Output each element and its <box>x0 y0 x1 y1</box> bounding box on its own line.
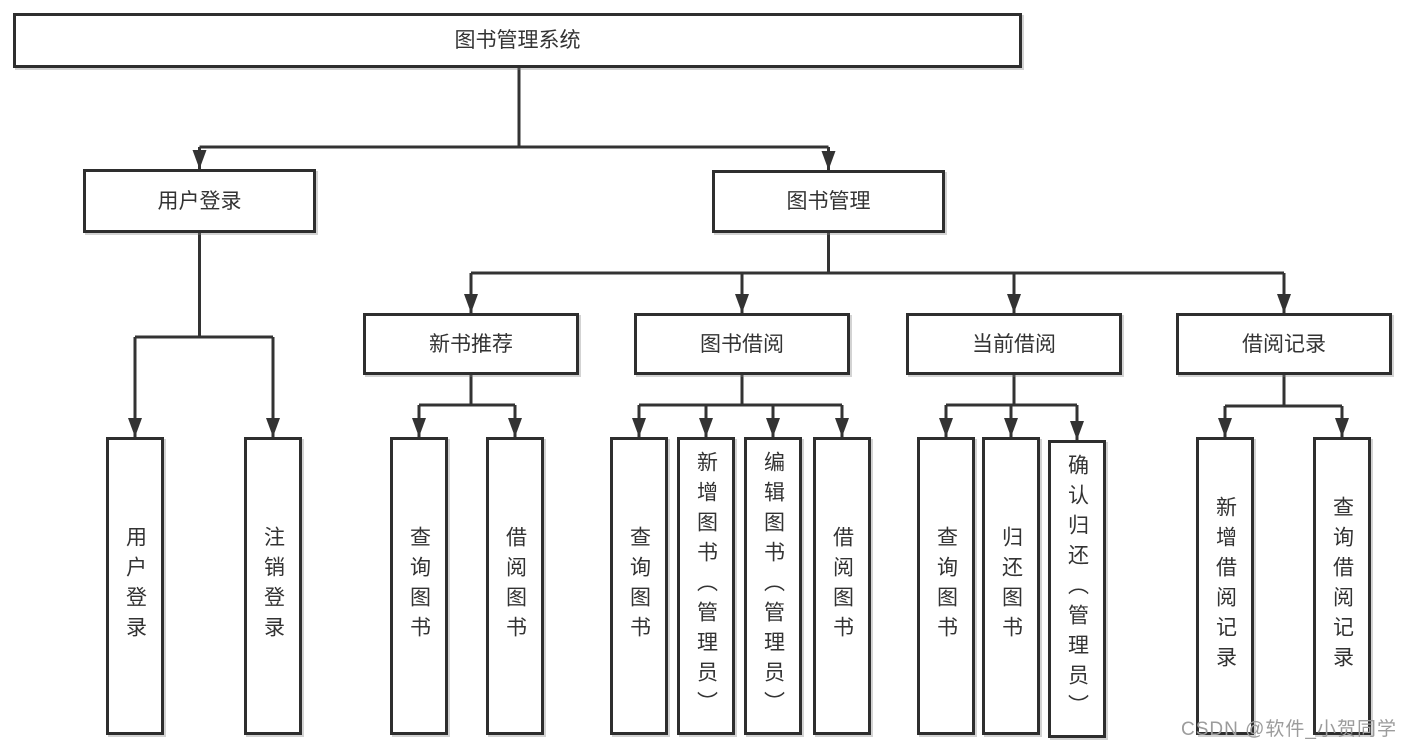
leaf-current-return-books: 归还图书 <box>982 437 1040 735</box>
leaf-borrowing-borrow-books: 借阅图书 <box>813 437 871 735</box>
leaf-records-query-record-label: 查询借阅记录 <box>1330 496 1354 676</box>
leaf-borrowing-edit-books-admin-label: 编辑图书（管理员） <box>761 451 785 721</box>
leaf-recommend-borrow-books-label: 借阅图书 <box>503 526 527 646</box>
leaf-current-query-books: 查询图书 <box>917 437 975 735</box>
leaf-current-query-books-label: 查询图书 <box>934 526 958 646</box>
csdn-watermark: CSDN @软件_小贺同学 <box>1181 719 1397 740</box>
node-book-borrowing: 图书借阅 <box>634 313 850 375</box>
node-user-login: 用户登录 <box>83 169 316 233</box>
leaf-current-confirm-return-admin-label: 确认归还（管理员） <box>1065 454 1089 724</box>
node-new-book-recommend-label: 新书推荐 <box>429 332 513 356</box>
node-book-management-label: 图书管理 <box>786 190 871 213</box>
node-user-login-label: 用户登录 <box>157 189 242 213</box>
leaf-recommend-query-books-label: 查询图书 <box>407 526 431 646</box>
node-book-borrowing-label: 图书借阅 <box>700 332 784 356</box>
leaf-borrowing-borrow-books-label: 借阅图书 <box>830 526 854 646</box>
leaf-recommend-borrow-books: 借阅图书 <box>486 437 544 735</box>
leaf-logout: 注销登录 <box>244 437 302 735</box>
leaf-user-login-label: 用户登录 <box>123 526 147 646</box>
leaf-borrowing-query-books-label: 查询图书 <box>627 526 651 646</box>
node-root: 图书管理系统 <box>13 13 1022 68</box>
leaf-recommend-query-books: 查询图书 <box>390 437 448 735</box>
leaf-logout-label: 注销登录 <box>261 526 285 646</box>
leaf-user-login: 用户登录 <box>106 437 164 735</box>
node-book-management: 图书管理 <box>712 170 945 233</box>
node-borrow-records-label: 借阅记录 <box>1242 332 1326 356</box>
node-new-book-recommend: 新书推荐 <box>363 313 579 375</box>
leaf-borrowing-edit-books-admin: 编辑图书（管理员） <box>744 437 802 735</box>
leaf-records-add-record: 新增借阅记录 <box>1196 437 1254 735</box>
leaf-current-return-books-label: 归还图书 <box>999 526 1023 646</box>
leaf-records-query-record: 查询借阅记录 <box>1313 437 1371 735</box>
leaf-records-add-record-label: 新增借阅记录 <box>1213 496 1237 676</box>
node-current-borrowing-label: 当前借阅 <box>972 332 1056 356</box>
leaf-borrowing-add-books-admin-label: 新增图书（管理员） <box>694 451 718 721</box>
leaf-borrowing-query-books: 查询图书 <box>610 437 668 735</box>
leaf-current-confirm-return-admin: 确认归还（管理员） <box>1048 440 1106 738</box>
node-root-label: 图书管理系统 <box>454 29 581 52</box>
node-current-borrowing: 当前借阅 <box>906 313 1122 375</box>
node-borrow-records: 借阅记录 <box>1176 313 1392 375</box>
leaf-borrowing-add-books-admin: 新增图书（管理员） <box>677 437 735 735</box>
